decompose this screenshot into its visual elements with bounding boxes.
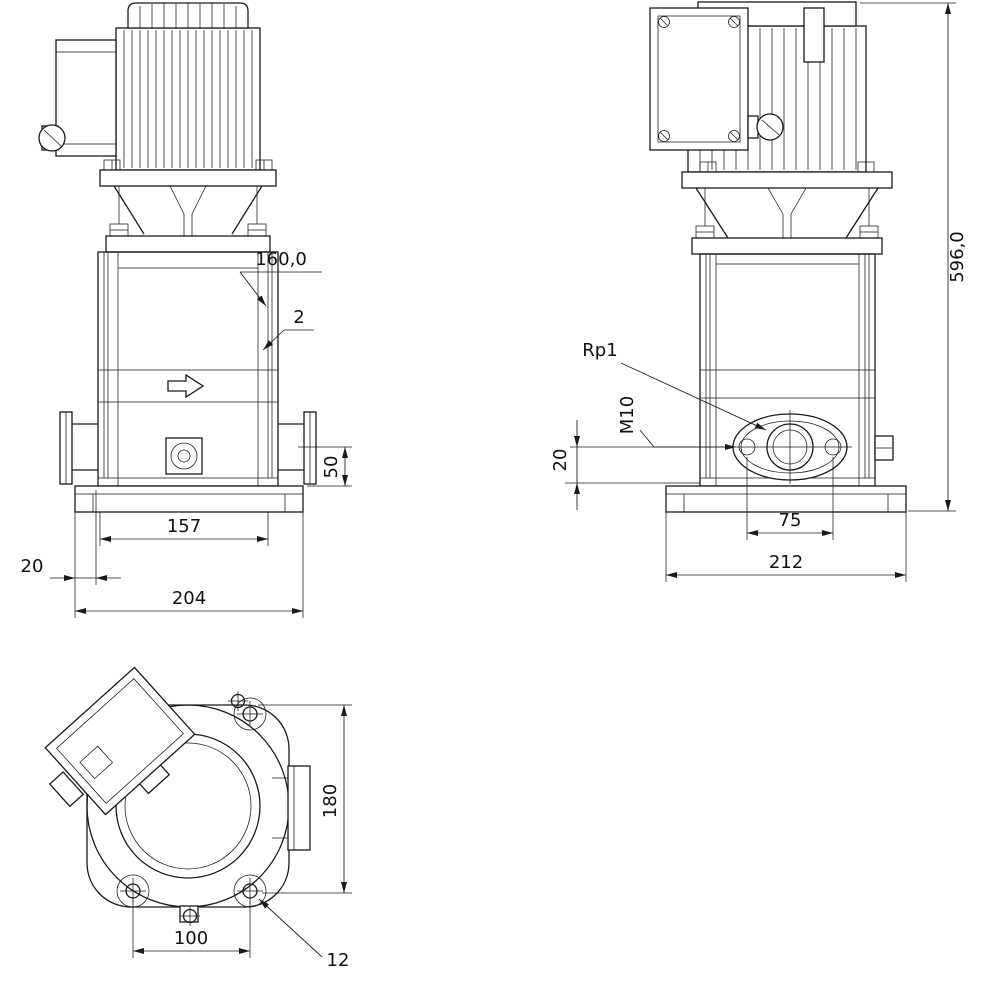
drain-plug-front bbox=[165, 437, 203, 475]
dim-flange-height: 180 bbox=[258, 704, 352, 894]
thread-m10-label: M10 bbox=[617, 396, 638, 434]
suction-flange-front bbox=[59, 411, 98, 485]
dim-20-side-label: 20 bbox=[550, 449, 571, 472]
dim-212-label: 212 bbox=[769, 552, 803, 573]
front-view: 160,0 2 50 157 bbox=[21, 2, 352, 618]
flow-arrow-icon bbox=[167, 373, 205, 399]
dim-596-label: 596,0 bbox=[947, 231, 968, 283]
dim-base-offset: 20 bbox=[21, 490, 121, 585]
terminal-box-top bbox=[44, 666, 196, 816]
side-view: 596,0 Rp1 M10 20 75 bbox=[550, 1, 968, 582]
dim-total-height: 596,0 bbox=[860, 2, 968, 512]
base-front bbox=[74, 485, 304, 513]
pump-casing-front bbox=[59, 251, 317, 487]
dim-20-front-label: 20 bbox=[21, 556, 44, 577]
label-rp1: Rp1 bbox=[582, 340, 767, 431]
dim-100-label: 100 bbox=[174, 928, 208, 949]
base-side bbox=[665, 485, 907, 513]
side-dimensions: 596,0 Rp1 M10 20 75 bbox=[550, 2, 968, 582]
pump-casing-side bbox=[570, 253, 894, 487]
front-dimensions: 160,0 2 50 157 bbox=[21, 249, 352, 618]
dim-157-label: 157 bbox=[167, 516, 201, 537]
dim-bolt-pattern-width: 100 bbox=[132, 900, 251, 958]
dim-204-label: 204 bbox=[172, 588, 206, 609]
side-port-top bbox=[272, 765, 311, 851]
dim-180-label: 180 bbox=[320, 784, 341, 818]
dim-50-label: 50 bbox=[321, 456, 342, 479]
corner-screw-icon bbox=[728, 130, 740, 142]
corner-screw-icon bbox=[658, 130, 670, 142]
dim-160-label: 160,0 bbox=[255, 249, 307, 270]
dim-12-label: 12 bbox=[327, 950, 350, 971]
bolt-hole-top-right bbox=[233, 697, 267, 731]
thread-rp1-label: Rp1 bbox=[582, 340, 617, 361]
dim-wall-thickness: 2 bbox=[262, 307, 314, 351]
dim-hole-diameter: 12 bbox=[258, 898, 350, 971]
corner-screw-icon bbox=[728, 16, 740, 28]
lantern-front bbox=[99, 159, 277, 253]
top-view: 180 100 12 bbox=[44, 666, 352, 971]
top-dimensions: 180 100 12 bbox=[132, 704, 352, 971]
dim-port-height: 50 bbox=[298, 446, 352, 487]
dim-2-label: 2 bbox=[293, 307, 304, 328]
dim-casing-diameter: 160,0 bbox=[239, 249, 322, 307]
dim-base-width: 204 bbox=[74, 512, 304, 618]
terminal-box-front bbox=[38, 39, 117, 157]
lantern-side bbox=[681, 161, 893, 255]
dim-casing-width: 157 bbox=[99, 512, 269, 546]
label-m10: M10 bbox=[617, 396, 736, 450]
dim-75-label: 75 bbox=[779, 510, 802, 531]
discharge-flange-front bbox=[278, 411, 317, 485]
dim-port-offset: 20 bbox=[550, 420, 700, 510]
small-hole-bottom bbox=[179, 905, 200, 926]
dim-base-depth: 212 bbox=[665, 512, 907, 582]
motor-front bbox=[115, 2, 261, 171]
corner-screw-icon bbox=[658, 16, 670, 28]
small-hole-top bbox=[228, 691, 248, 711]
dim-bolt-spacing: 75 bbox=[746, 457, 834, 540]
terminal-box-side bbox=[649, 7, 784, 151]
